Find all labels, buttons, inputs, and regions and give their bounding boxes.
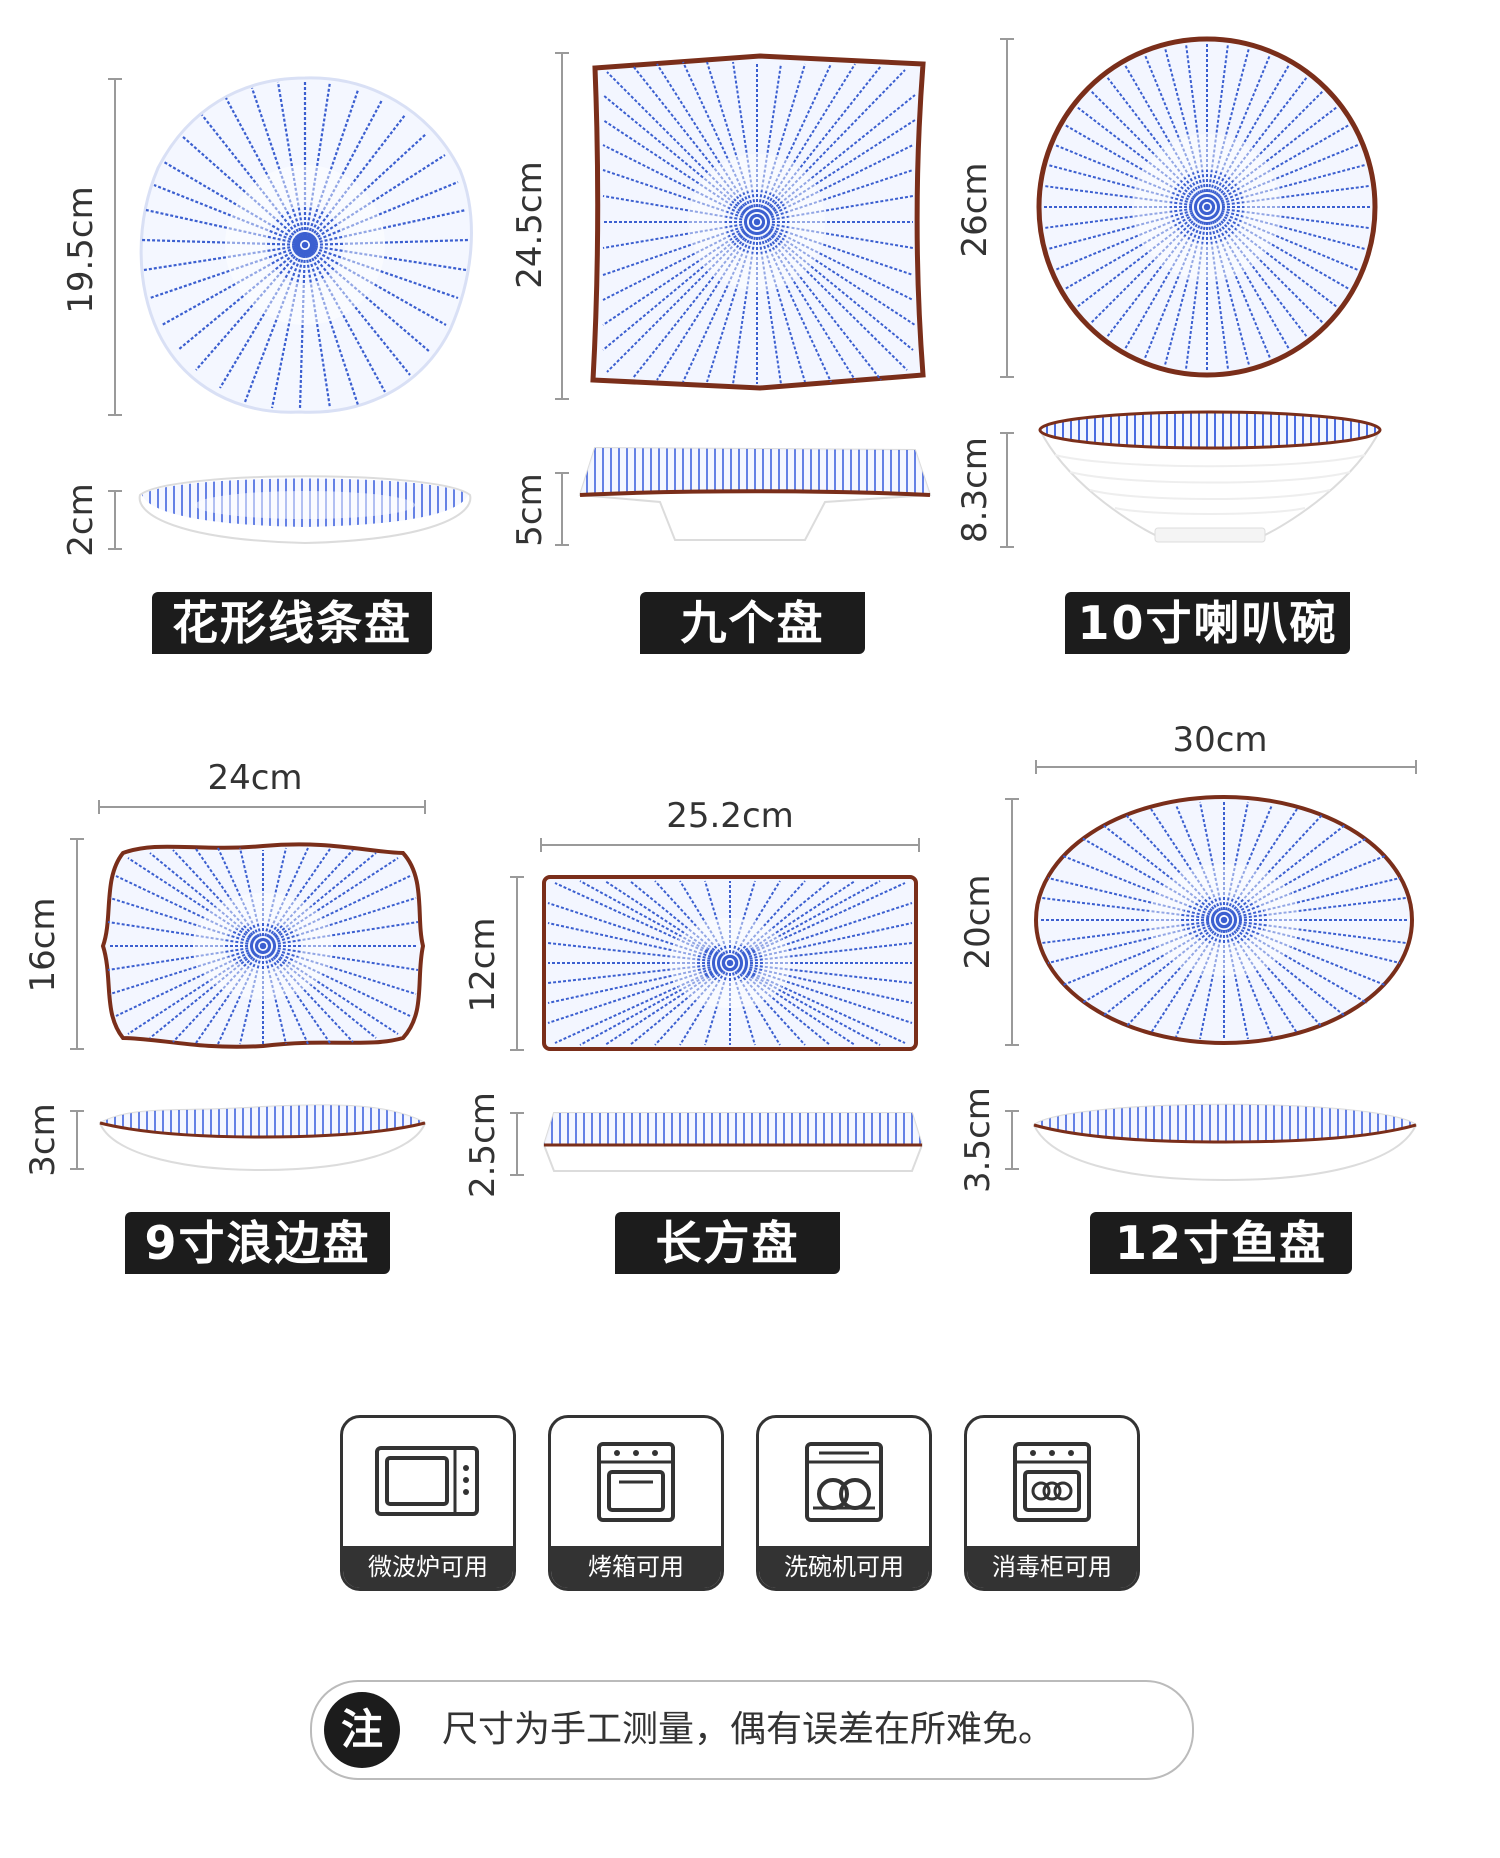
dish-rectangle-plate: 25.2cm 12cm <box>463 720 980 1280</box>
dim-line-height <box>510 876 524 1051</box>
plate-top-view <box>542 875 918 1051</box>
oven-icon <box>597 1442 675 1522</box>
sterilizer-icon <box>1013 1442 1091 1522</box>
dim-width-label: 24cm <box>207 758 303 798</box>
dim-line-width <box>540 838 920 852</box>
dim-line-width <box>98 800 426 814</box>
feature-oven: 烤箱可用 <box>548 1415 724 1591</box>
dim-width-label: 30cm <box>1172 720 1268 760</box>
dim-line-height <box>70 838 84 1050</box>
plate-side-view <box>98 1104 427 1172</box>
dim-width-label: 25.2cm <box>666 796 794 836</box>
dim-top-label: 12cm <box>463 917 503 1013</box>
bowl-top-view <box>1036 36 1378 378</box>
note-badge: 注 <box>324 1692 400 1768</box>
bowl-side-view <box>1038 410 1382 543</box>
feature-dishwasher: 洗碗机可用 <box>756 1415 932 1591</box>
dishwasher-icon <box>805 1442 883 1522</box>
plate-side-view <box>542 1112 924 1172</box>
feature-label: 烤箱可用 <box>551 1546 721 1588</box>
dim-line-width <box>1035 760 1417 774</box>
measurement-note: 注 尺寸为手工测量，偶有误差在所难免。 <box>310 1680 1194 1780</box>
dim-line-height <box>108 78 122 416</box>
dim-side-label: 3.5cm <box>958 1087 998 1193</box>
microwave-icon <box>375 1446 479 1516</box>
dim-side-label: 8.3cm <box>955 437 995 543</box>
dim-side-label: 5cm <box>510 473 550 547</box>
note-text: 尺寸为手工测量，偶有误差在所难免。 <box>442 1709 1055 1750</box>
plate-top-view <box>590 53 926 391</box>
dish-square-plate: 24.5cm <box>500 0 1000 680</box>
plate-top-view <box>139 76 473 414</box>
dim-line-side <box>1000 432 1014 548</box>
plate-top-view <box>1034 795 1414 1045</box>
dim-side-label: 2.5cm <box>463 1092 503 1198</box>
dish-trumpet-bowl: 26cm <box>955 0 1500 680</box>
dim-line-height <box>1000 38 1014 378</box>
feature-label: 消毒柜可用 <box>967 1546 1137 1588</box>
plate-top-view <box>100 842 426 1049</box>
dim-top-label: 19.5cm <box>61 186 101 314</box>
dish-fish-plate: 30cm 20cm <box>958 720 1500 1280</box>
dish-name-tag: 10寸喇叭碗 <box>1065 592 1350 654</box>
dim-line-height <box>1005 798 1019 1046</box>
feature-microwave: 微波炉可用 <box>340 1415 516 1591</box>
dim-line-side <box>555 472 569 546</box>
dim-side-label: 3cm <box>23 1103 63 1177</box>
dim-line-side <box>70 1110 84 1170</box>
dim-top-label: 16cm <box>23 897 63 993</box>
feature-sterilizer: 消毒柜可用 <box>964 1415 1140 1591</box>
dish-flower-plate: 19.5cm <box>0 0 500 680</box>
dim-line-side <box>1005 1110 1019 1170</box>
plate-side-view <box>578 446 932 541</box>
dish-name-tag: 花形线条盘 <box>152 592 432 654</box>
dish-name-tag: 九个盘 <box>640 592 865 654</box>
dim-line-side <box>108 490 122 550</box>
plate-side-view <box>138 475 472 545</box>
dim-top-label: 24.5cm <box>510 161 550 289</box>
plate-side-view <box>1032 1103 1418 1182</box>
dish-wave-edge-plate: 24cm 16cm <box>0 720 470 1280</box>
dish-name-tag: 长方盘 <box>615 1212 840 1274</box>
dim-top-label: 20cm <box>958 874 998 970</box>
dish-name-tag: 9寸浪边盘 <box>125 1212 390 1274</box>
dim-side-label: 2cm <box>61 483 101 557</box>
feature-label: 微波炉可用 <box>343 1546 513 1588</box>
dim-top-label: 26cm <box>955 162 995 258</box>
dim-line-side <box>510 1112 524 1176</box>
dish-name-tag: 12寸鱼盘 <box>1090 1212 1352 1274</box>
dim-line-height <box>555 52 569 400</box>
feature-label: 洗碗机可用 <box>759 1546 929 1588</box>
